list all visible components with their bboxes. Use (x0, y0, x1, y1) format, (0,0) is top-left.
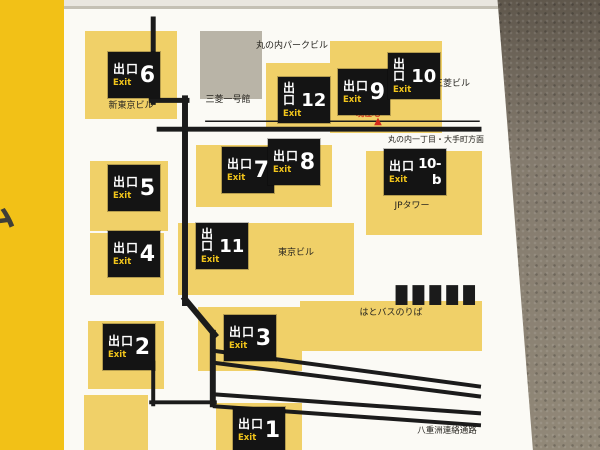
map-label-shin-tokyo-building: 新東京ビル (108, 101, 154, 111)
exit-label-en: Exit (227, 172, 246, 183)
exit-number: 5 (139, 175, 155, 201)
current-location-arrow: ▲ (374, 116, 382, 127)
map-labels-layer: 丸の内パークビル新東京ビル三菱一号館三菱ビル現在地丸の内一丁目・大手町方面JPタ… (64, 9, 600, 450)
exit-label-en: Exit (113, 190, 132, 201)
map-label-hato-bus-stop: はとバスのりば (359, 308, 423, 318)
exit-number: 12 (301, 89, 327, 111)
exit-label-en: Exit (201, 254, 220, 265)
exit-label-en: Exit (273, 164, 292, 175)
exit-label-en: Exit (108, 349, 127, 360)
exit-label-jp: 出口 (113, 174, 140, 189)
exit-number: 8 (299, 149, 315, 175)
exit-label-jp: 出口 (238, 416, 265, 431)
partial-character: ム (0, 192, 16, 232)
exit-label-jp: 出口 (389, 158, 416, 173)
map-label-yaesu-passage: 八重洲連絡通路 (417, 426, 477, 436)
exit-label-en: Exit (389, 174, 408, 185)
exit-label-en: Exit (113, 77, 132, 88)
exit-number: 4 (139, 241, 155, 267)
exit-label-en: Exit (283, 108, 302, 119)
exit-label-jp: 出口 (393, 56, 407, 83)
map-label-tokyo-building: 東京ビル (277, 248, 315, 258)
sign-left-yellow-band: ム (0, 0, 64, 450)
bus-stop-blocks (395, 285, 476, 305)
map-label-jp-tower: JPタワー (394, 201, 430, 211)
exit-label-jp: 出口 (283, 80, 297, 107)
exit-label-jp: 出口 (273, 148, 300, 163)
exit-label-jp: 出口 (343, 78, 370, 93)
building-block-gray (200, 31, 262, 99)
map-label-mitsubishi-building: 三菱ビル (433, 79, 471, 89)
exit-number: 2 (134, 334, 150, 360)
exit-label-en: Exit (113, 256, 132, 267)
exit-number: 1 (264, 417, 280, 443)
building-block (84, 395, 148, 450)
map-label-direction-marunouchi-otemachi: 丸の内一丁目・大手町方面 (388, 135, 484, 144)
exit-number: 11 (219, 235, 245, 257)
map-label-mitsubishi-ichigokan: 三菱一号館 (205, 95, 251, 105)
exit-number: 6 (139, 62, 155, 88)
exit-label-en: Exit (343, 94, 362, 105)
exit-number: 7 (253, 157, 269, 183)
exit-label-en: Exit (238, 432, 257, 443)
exit-label-jp: 出口 (227, 156, 254, 171)
exit-label-en: Exit (393, 84, 412, 95)
exit-number: 3 (255, 325, 271, 351)
exit-number: 9 (369, 79, 385, 105)
map-label-marunouchi-park-building: 丸の内パークビル (255, 41, 329, 51)
exit-label-jp: 出口 (201, 226, 215, 253)
building-block (300, 301, 482, 351)
exit-label-jp: 出口 (113, 61, 140, 76)
exit-label-jp: 出口 (229, 324, 256, 339)
exit-number: 10 (411, 65, 437, 87)
exit-label-jp: 出口 (108, 333, 135, 348)
exit-label-en: Exit (229, 340, 248, 351)
exit-label-jp: 出口 (113, 240, 140, 255)
exit-number: 10-b (418, 156, 441, 188)
